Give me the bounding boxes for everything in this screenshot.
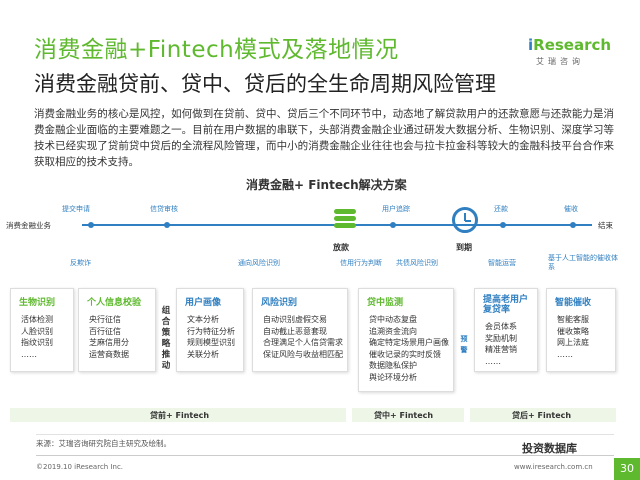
card-biometrics: 生物识别 活体检测 人脸识别 指纹识别 …… [10,288,74,372]
card-in-loan-monitoring: 贷中监测 贷中动态复盘 追溯资金流向 确定特定场景用户画像 催收记录的实时反馈 … [358,288,454,392]
copyright: ©2019.10 iResearch Inc. [36,463,124,471]
card-item: 央行征信 [89,315,121,324]
card-item: 追溯资金流向 [369,326,417,336]
diagram-title: 消费金融+ Fintech解决方案 [246,178,407,192]
watermark: 投资数据库 [522,442,577,455]
phase-label: 贷后+ Fintech [512,411,572,420]
timeline-tag: 催收 [564,205,578,213]
card-item: 百行征信 [89,326,121,336]
phase-bar-pre-loan [10,408,346,422]
card-item: 网上法庭 [557,338,589,347]
card-item: …… [21,349,37,359]
card-title: 提高老用户复贷率 [483,295,529,315]
card-risk-identification: 风险识别 自动识别虚假交易 自动截止恶意套现 合理满足个人信贷需求 保证风险与收… [252,288,348,372]
card-item: 自动识别虚假交易 [263,315,327,324]
card-item: 文本分析 [187,315,219,324]
sub-tag: 共债风险识别 [396,259,438,267]
card-item: 合理满足个人信贷需求 [263,338,343,347]
card-item: …… [485,356,501,366]
card-item: 运营商数据 [89,349,129,359]
vertical-label: 预警 [460,335,468,354]
timeline-end: 结束 [598,221,613,230]
card-item: 数据隐私保护 [369,361,417,370]
card-item: 智能客服 [557,315,589,324]
card-item: 芝麻信用分 [89,338,129,347]
money-icon [332,209,356,233]
card-item: 催收策略 [557,326,589,336]
card-item: 活体检测 [21,315,53,324]
page-number: 30 [614,458,640,480]
sub-tag: 基于人工智能的催收体系 [548,254,618,271]
card-item: 精准营销 [485,345,517,354]
card-item: 催收记录的实时反馈 [369,349,441,359]
card-title: 个人信息校验 [87,298,142,308]
card-item: 关联分析 [187,349,219,359]
logo-i: i [528,36,534,54]
phase-label: 贷前+ Fintech [150,411,210,420]
timeline-dot [570,222,576,228]
card-user-profile: 用户画像 文本分析 行为特征分析 规则模型识别 关联分析 [176,288,244,372]
process-timeline: 消费金融业务 结束 [0,215,640,235]
intro-paragraph: 消费金融业务的核心是风控，如何做到在贷前、贷中、贷后三个不同环节中，动态地了解贷… [34,108,614,168]
website: www.iresearch.com.cn [514,463,593,471]
card-item: 舆论环境分析 [369,372,417,382]
source-note: 来源：艾瑞咨询研究院自主研究及绘制。 [36,439,171,448]
timeline-tag: 还款 [494,205,508,213]
timeline-tag: 提交申请 [62,205,90,213]
iresearch-logo: iResearch 艾瑞咨询 [528,36,612,70]
divider-line [36,434,614,435]
timeline-dot [390,222,396,228]
card-repeat-borrowing: 提高老用户复贷率 会员体系 奖励机制 精准营销 …… [474,288,538,372]
phase-bar-in-loan [352,408,464,422]
timeline-dot [88,222,94,228]
sub-tag: 反欺诈 [70,259,91,267]
lend-label: 放款 [333,243,349,252]
card-title: 生物识别 [19,298,56,308]
timeline-dot [164,222,170,228]
card-item: 确定特定场景用户画像 [369,338,449,347]
timeline-tag: 用户追踪 [382,205,410,213]
page-title: 消费金融+Fintech模式及落地情况 [34,37,399,63]
logo-rest: Research [533,36,612,54]
clock-icon [452,207,478,233]
logo-word: iResearch [528,36,612,54]
timeline-start: 消费金融业务 [6,221,51,230]
sub-tag: 智能运营 [488,259,516,267]
card-smart-collection: 智能催收 智能客服 催收策略 网上法庭 …… [546,288,616,372]
card-item: 行为特征分析 [187,326,235,336]
card-item: 人脸识别 [21,326,53,336]
card-title: 贷中监测 [367,298,404,308]
card-item: 保证风险与收益相匹配 [263,349,343,359]
timeline-dot [500,222,506,228]
card-item: …… [557,349,573,359]
phase-bar-post-loan [470,408,616,422]
due-label: 到期 [456,243,472,252]
vertical-label: 组合策略推动 [161,306,171,371]
card-item: 会员体系 [485,322,517,331]
card-item: 贷中动态复盘 [369,315,417,324]
page-subtitle: 消费金融贷前、贷中、贷后的全生命周期风险管理 [34,72,496,96]
card-item: 奖励机制 [485,333,517,343]
sub-tag: 通向风险识别 [238,259,280,267]
logo-cn: 艾瑞咨询 [536,57,584,66]
footer-divider [36,455,614,456]
card-title: 智能催收 [555,298,592,308]
card-personal-info: 个人信息校验 央行征信 百行征信 芝麻信用分 运营商数据 [78,288,156,372]
card-item: 指纹识别 [21,338,53,347]
card-title: 用户画像 [185,298,222,308]
card-item: 规则模型识别 [187,338,235,347]
card-item: 自动截止恶意套现 [263,326,327,336]
timeline-tag: 信贷审核 [150,205,178,213]
phase-label: 贷中+ Fintech [374,411,434,420]
sub-tag: 信用行为判断 [340,259,382,267]
card-title: 风险识别 [261,298,298,308]
